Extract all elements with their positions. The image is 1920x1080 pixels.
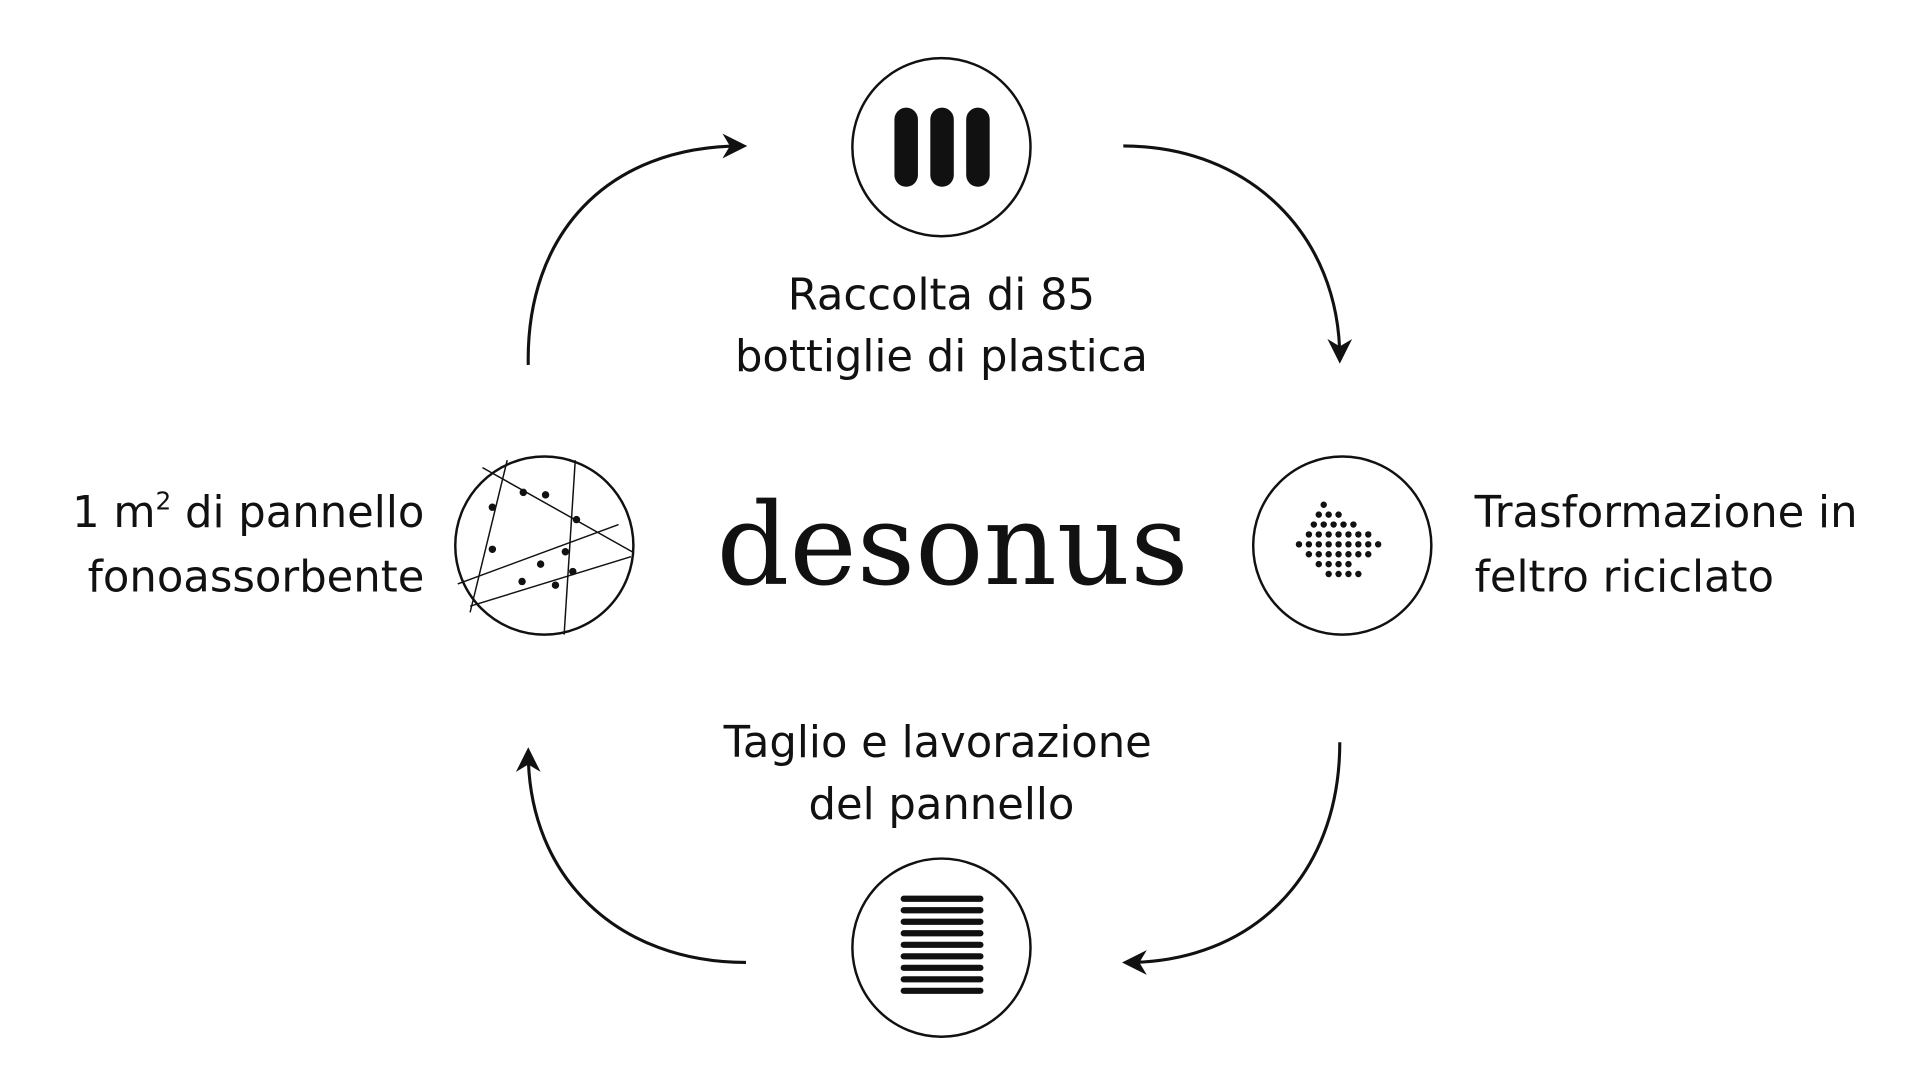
bottles-icon [851, 56, 1032, 238]
panel-texture-icon [454, 455, 635, 636]
arrow-top-to-right [1123, 144, 1353, 364]
step-right-line1: Trasformazione in [1474, 488, 1858, 538]
felt-dots-icon [1251, 455, 1433, 636]
arrow-bottom-to-left [515, 747, 746, 965]
step-left-line1: 1 m2 di pannello [72, 487, 424, 538]
brand-name: desonus [717, 478, 1189, 611]
panel-layers-icon [851, 857, 1032, 1038]
step-top-line1: Raccolta di 85 [788, 270, 1095, 320]
step-left-line2: fonoassorbente [88, 552, 425, 602]
step-right-line2: feltro riciclato [1475, 552, 1774, 602]
arrow-left-to-top [526, 133, 748, 365]
arrow-right-to-bottom [1122, 742, 1342, 975]
step-bottom-line1: Taglio e lavorazione [723, 718, 1152, 768]
step-top-line2: bottiglie di plastica [735, 332, 1148, 382]
step-bottom-line2: del pannello [808, 780, 1074, 830]
